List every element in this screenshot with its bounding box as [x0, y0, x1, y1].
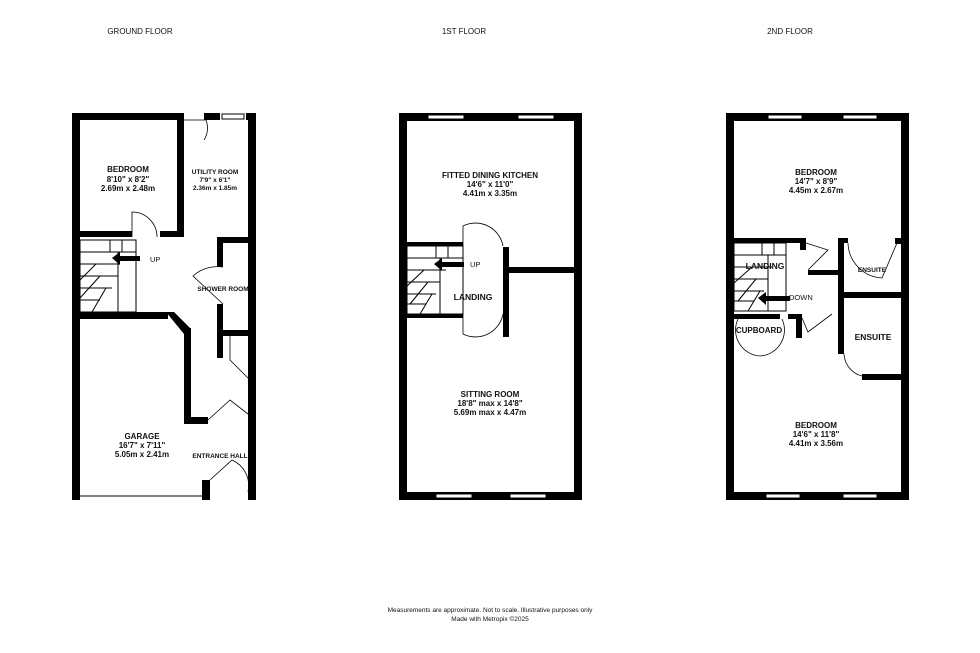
door-swing: [192, 266, 224, 305]
second-bedroom-1-dim-metric: 4.45m x 2.67m: [789, 186, 843, 195]
shower-room-name: SHOWER ROOM: [197, 286, 248, 293]
window: [842, 114, 878, 120]
entrance-hall-name: ENTRANCE HALL: [192, 453, 247, 460]
garage-name: GARAGE: [124, 432, 160, 441]
ground-bedroom-dim-metric: 2.69m x 2.48m: [101, 184, 155, 193]
door-swing: [184, 119, 208, 141]
second-down-label: DOWN: [789, 293, 813, 302]
dining-kitchen-dim-imperial: 14'6" x 11'0": [467, 180, 514, 189]
door-swing: [207, 399, 249, 421]
utility-room-dim-metric: 2.36m x 1.85m: [193, 185, 237, 192]
second-bedroom-2-dim-imperial: 14'6" x 11'8": [793, 430, 840, 439]
door-swing: [847, 242, 898, 279]
door-swing: [462, 222, 504, 247]
door-swing: [801, 313, 833, 333]
first-floor-staircase: [406, 245, 464, 315]
dining-kitchen-dim-metric: 4.41m x 3.35m: [463, 189, 517, 198]
stair-arrow: [434, 258, 464, 271]
window: [767, 114, 803, 120]
second-bedroom-1-dim-imperial: 14'7" x 8'9": [795, 177, 838, 186]
second-floor-plan: BEDROOM 14'7" x 8'9" 4.45m x 2.67m LANDI…: [726, 113, 909, 500]
door-swing: [735, 318, 785, 357]
utility-room-name: UTILITY ROOM: [192, 169, 238, 176]
door-swing: [209, 459, 250, 493]
second-bedroom-2-name: BEDROOM: [795, 421, 837, 430]
first-floor-plan: UP FITTED DINING KITCHEN 14'6" x 11'0" 4…: [399, 113, 582, 500]
door-swing: [131, 211, 158, 238]
second-bedroom-2-dim-metric: 4.41m x 3.56m: [789, 439, 843, 448]
copyright-text: Made with Metropix ©2025: [451, 615, 529, 623]
ground-floor-title: GROUND FLOOR: [107, 27, 173, 36]
door-swing: [462, 313, 504, 338]
window: [765, 493, 801, 499]
sitting-room-dim-imperial: 18'8" max x 14'8": [457, 399, 522, 408]
second-landing-label: LANDING: [746, 261, 785, 271]
dining-kitchen-name: FITTED DINING KITCHEN: [442, 171, 538, 180]
ground-bedroom-dim-imperial: 8'10" x 8'2": [107, 175, 150, 184]
sitting-room-dim-metric: 5.69m max x 4.47m: [454, 408, 527, 417]
ground-up-label: UP: [150, 255, 160, 264]
ground-bedroom-name: BEDROOM: [107, 165, 149, 174]
window: [435, 493, 473, 499]
door-swing: [843, 353, 863, 377]
second-floor-staircase: [733, 242, 790, 312]
cupboard-name: CUPBOARD: [736, 326, 782, 335]
ground-staircase: [79, 239, 140, 313]
sitting-room-name: SITTING ROOM: [461, 390, 520, 399]
second-bedroom-1-name: BEDROOM: [795, 168, 837, 177]
window: [509, 493, 547, 499]
ground-floor-plan: UP BEDROOM 8'10" x 8'2" 2.69m x 2.48m UT…: [72, 113, 256, 500]
stair-arrow: [112, 252, 140, 265]
door-swing: [805, 242, 829, 271]
garage-dim-metric: 5.05m x 2.41m: [115, 450, 169, 459]
second-floor-title: 2ND FLOOR: [767, 27, 813, 36]
ensuite-large-name: ENSUITE: [855, 332, 892, 342]
first-floor-title: 1ST FLOOR: [442, 27, 487, 36]
window: [221, 113, 245, 120]
door-swing: [229, 336, 249, 379]
window: [427, 114, 465, 120]
utility-room-dim-imperial: 7'9" x 6'1": [200, 177, 231, 184]
first-up-label: UP: [470, 260, 480, 269]
window: [842, 493, 878, 499]
first-landing-label: LANDING: [454, 292, 493, 302]
window: [517, 114, 555, 120]
ensuite-small-name: ENSUITE: [858, 267, 887, 274]
disclaimer-text: Measurements are approximate. Not to sca…: [388, 607, 594, 614]
garage-dim-imperial: 16'7" x 7'11": [119, 441, 166, 450]
stair-arrow: [758, 292, 790, 305]
